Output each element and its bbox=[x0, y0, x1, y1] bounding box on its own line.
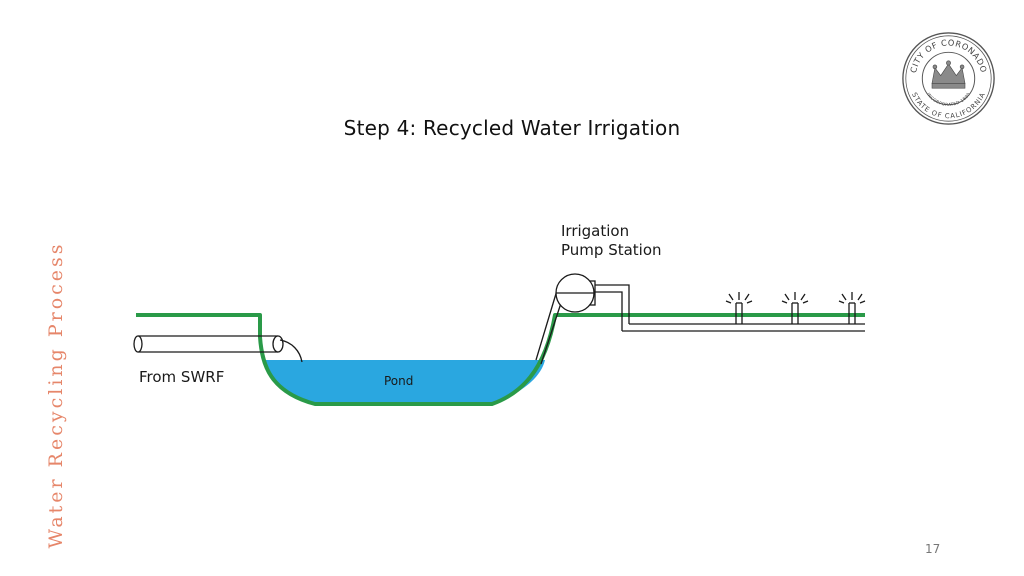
pump-intake-lines bbox=[535, 286, 563, 365]
pump-icon bbox=[555, 273, 630, 331]
crown-icon bbox=[931, 60, 966, 89]
pump-label-line1: Irrigation bbox=[561, 222, 629, 240]
sprinkler-3 bbox=[838, 292, 866, 324]
source-label: From SWRF bbox=[139, 368, 224, 386]
inlet-pipe bbox=[133, 335, 303, 363]
pond-label: Pond bbox=[384, 374, 413, 388]
slide-title: Step 4: Recycled Water Irrigation bbox=[343, 116, 681, 140]
sprinkler-2 bbox=[781, 292, 809, 324]
distribution-pipe bbox=[622, 323, 865, 332]
city-seal-logo: CITY OF CORONADO STATE OF CALIFORNIA INC… bbox=[902, 32, 995, 125]
pump-label-line2: Pump Station bbox=[561, 241, 662, 259]
page-number: 17 bbox=[925, 542, 941, 556]
pond-water bbox=[262, 360, 545, 404]
sprinkler-1 bbox=[725, 292, 753, 324]
